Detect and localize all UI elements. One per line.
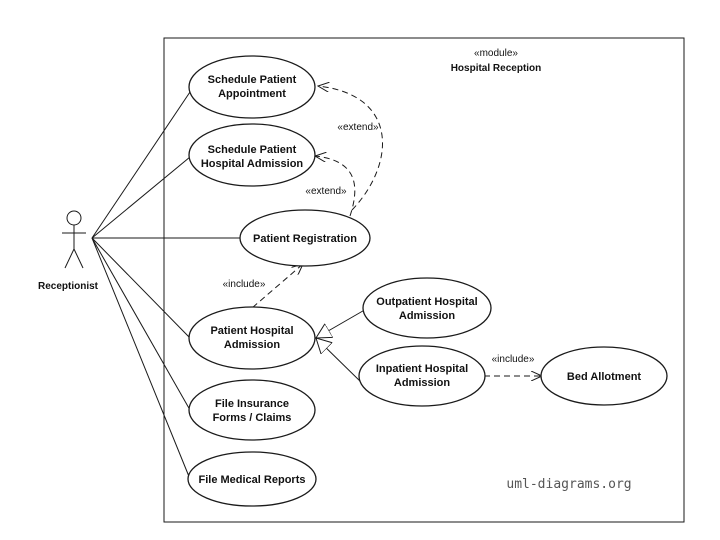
svg-text:Hospital Admission: Hospital Admission xyxy=(201,158,304,170)
extend-label-1: «extend» xyxy=(337,122,379,133)
svg-text:Bed Allotment: Bed Allotment xyxy=(567,371,641,383)
associations xyxy=(91,91,240,480)
svg-text:Appointment: Appointment xyxy=(218,88,286,100)
system-boundary xyxy=(163,37,685,523)
use-case-file-insurance: File Insurance Forms / Claims xyxy=(188,379,316,441)
svg-text:Patient Registration: Patient Registration xyxy=(253,233,357,245)
use-case-inpatient-admission: Inpatient Hospital Admission xyxy=(358,345,486,407)
svg-text:Admission: Admission xyxy=(224,339,281,351)
use-case-schedule-admission: Schedule Patient Hospital Admission xyxy=(188,123,316,187)
extend-arrow-admission xyxy=(315,156,356,217)
use-case-schedule-appointment: Schedule Patient Appointment xyxy=(188,55,316,119)
svg-text:Admission: Admission xyxy=(399,310,456,322)
svg-text:Admission: Admission xyxy=(394,377,451,389)
use-case-patient-registration: Patient Registration xyxy=(239,209,371,267)
use-case-bed-allotment: Bed Allotment xyxy=(540,346,668,406)
svg-text:Schedule Patient: Schedule Patient xyxy=(208,144,297,156)
include-label-bed: «include» xyxy=(492,354,535,365)
include-arrow-registration xyxy=(244,264,303,315)
extend-label-2: «extend» xyxy=(305,186,347,197)
svg-text:Forms / Claims: Forms / Claims xyxy=(213,412,292,424)
use-case-hospital-admission: Patient Hospital Admission xyxy=(188,306,316,370)
extend-arrow-appointment xyxy=(318,86,383,211)
svg-text:File Medical Reports: File Medical Reports xyxy=(199,474,306,486)
watermark: uml-diagrams.org xyxy=(506,477,631,492)
system-name: Hospital Reception xyxy=(451,63,542,74)
svg-text:Outpatient Hospital: Outpatient Hospital xyxy=(376,296,477,308)
include-label-registration: «include» xyxy=(223,279,266,290)
generalization-inpatient xyxy=(316,338,365,386)
svg-text:File Insurance: File Insurance xyxy=(215,398,289,410)
svg-text:Inpatient Hospital: Inpatient Hospital xyxy=(376,363,468,375)
use-case-outpatient-admission: Outpatient Hospital Admission xyxy=(362,277,492,339)
generalization-outpatient xyxy=(316,307,369,338)
svg-text:Patient Hospital: Patient Hospital xyxy=(210,325,293,337)
system-stereotype: «module» xyxy=(474,48,518,59)
actor-receptionist-icon xyxy=(62,210,86,269)
use-case-file-medical-reports: File Medical Reports xyxy=(187,451,317,507)
actor-label: Receptionist xyxy=(38,281,99,292)
svg-text:Schedule Patient: Schedule Patient xyxy=(208,74,297,86)
